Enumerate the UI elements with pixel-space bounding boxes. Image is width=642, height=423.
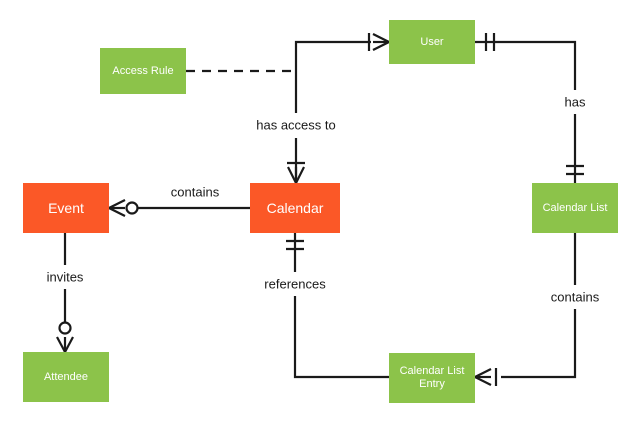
connector-contains-cle-lower bbox=[501, 309, 577, 379]
relationship-label-references: references bbox=[261, 276, 329, 292]
connector-references-lower bbox=[293, 296, 389, 379]
entity-attendee[interactable]: Attendee bbox=[23, 352, 109, 402]
crowfoot-calendar-has-access bbox=[287, 161, 305, 184]
optional-circle-event-contains bbox=[125, 201, 139, 215]
optional-circle-attendee-invites bbox=[58, 321, 72, 335]
entity-attendee-label: Attendee bbox=[43, 370, 89, 383]
entity-event[interactable]: Event bbox=[23, 183, 109, 233]
crowfoot-attendee-invites bbox=[56, 336, 74, 353]
crowfoot-cle-contains bbox=[474, 368, 498, 386]
relationship-label-has: has bbox=[561, 94, 589, 110]
crowfoot-user-has-access bbox=[367, 33, 390, 51]
entity-calendar-label: Calendar bbox=[266, 199, 324, 216]
entity-calendar-list-label: Calendar List bbox=[542, 201, 608, 214]
entity-calendar-list-entry[interactable]: Calendar List Entry bbox=[389, 353, 475, 403]
one-tick-user-has bbox=[484, 33, 496, 51]
relationship-label-invites: invites bbox=[43, 269, 87, 285]
entity-access-rule[interactable]: Access Rule bbox=[100, 48, 186, 94]
relationship-label-has-access-to: has access to bbox=[253, 117, 339, 133]
entity-user-label: User bbox=[420, 35, 444, 48]
relationship-label-contains-calendar-list-entry: contains bbox=[547, 289, 603, 305]
entity-calendar-list-entry-label: Calendar List Entry bbox=[399, 365, 465, 390]
entity-user[interactable]: User bbox=[389, 20, 475, 64]
connector-has-access-to bbox=[294, 40, 371, 113]
entity-calendar[interactable]: Calendar bbox=[250, 183, 340, 233]
entity-event-label: Event bbox=[48, 199, 84, 216]
crowfoot-event-contains bbox=[108, 199, 126, 217]
one-tick-calendar-references bbox=[286, 239, 304, 251]
relationship-label-contains-event: contains bbox=[167, 184, 223, 200]
entity-calendar-list[interactable]: Calendar List bbox=[532, 183, 618, 233]
one-tick-calendar-list-has bbox=[566, 164, 584, 176]
connector-has-upper bbox=[475, 40, 577, 90]
entity-access-rule-label: Access Rule bbox=[112, 64, 174, 77]
